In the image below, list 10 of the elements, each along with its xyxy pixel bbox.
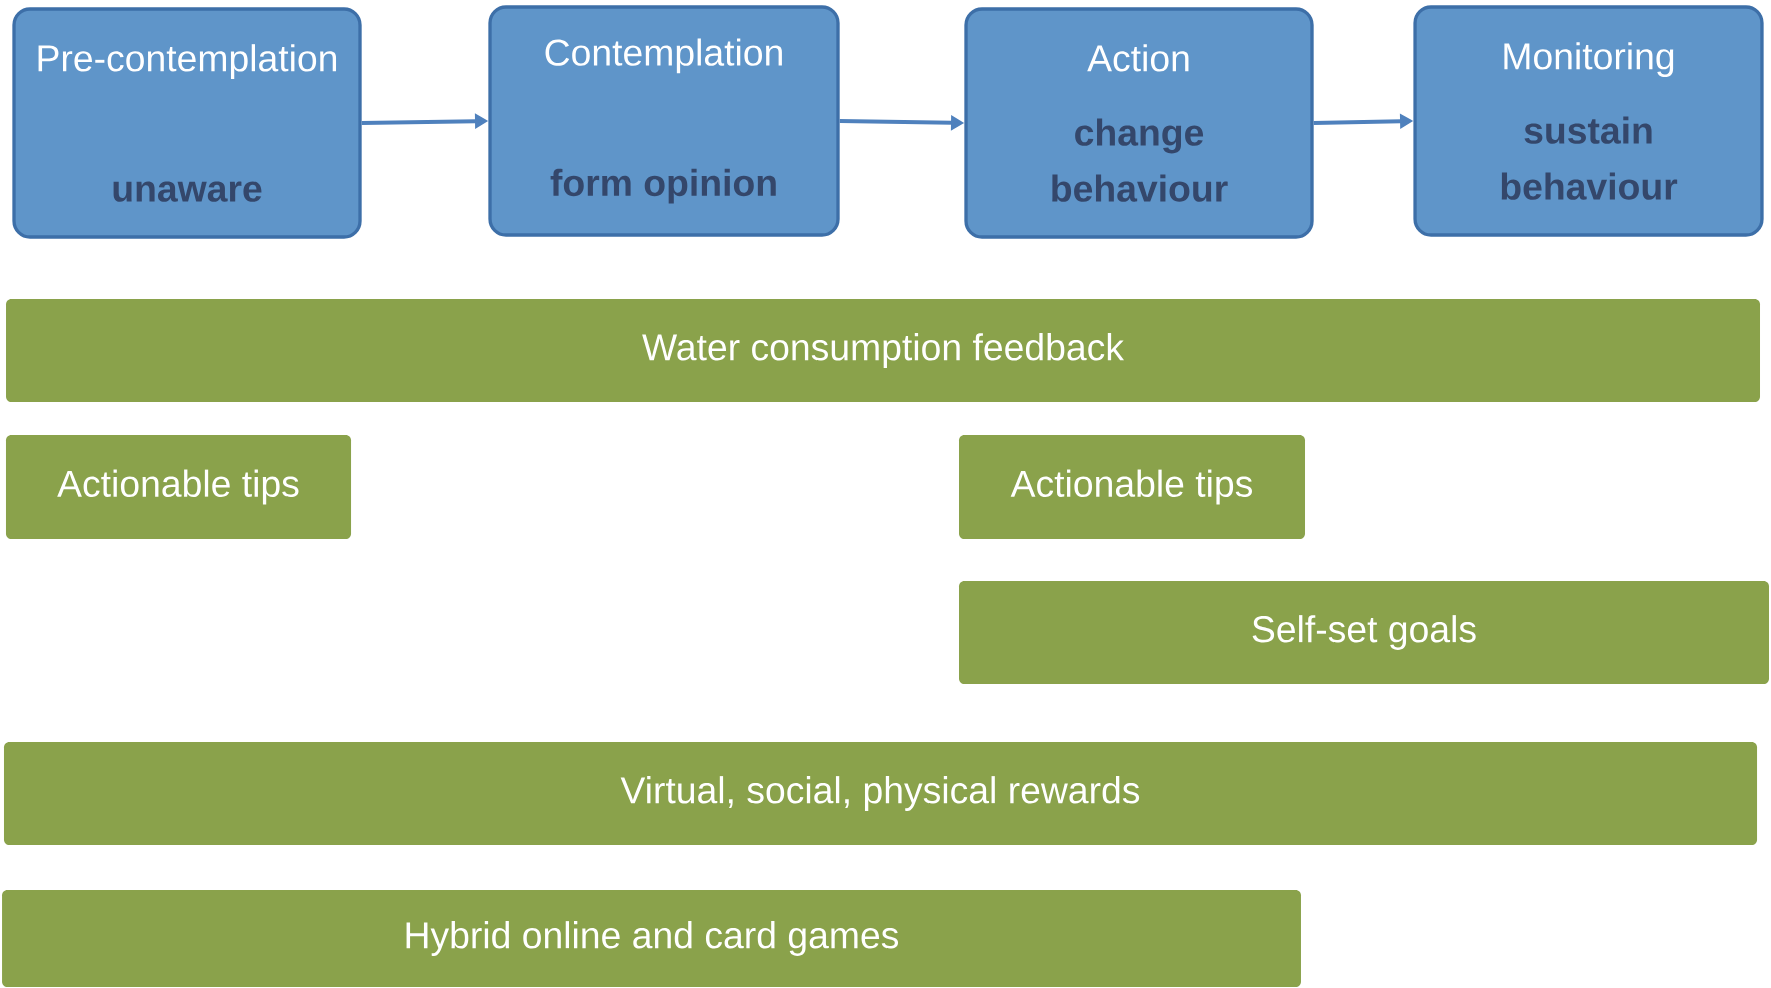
stage-box: Action change behaviour bbox=[964, 7, 1314, 239]
stage-box: Contemplation form opinion bbox=[488, 5, 840, 237]
strategy-bar: Hybrid online and card games bbox=[2, 889, 1301, 988]
strategy-bar: Water consumption feedback bbox=[6, 299, 1760, 402]
strategy-bar: Actionable tips bbox=[6, 435, 352, 539]
strategy-bar: Actionable tips bbox=[959, 435, 1305, 539]
strategy-bar: Self-set goals bbox=[959, 581, 1769, 684]
stage-box: Monitoring sustain behaviour bbox=[1413, 5, 1764, 237]
stage-box: Pre-contemplation unaware bbox=[12, 7, 362, 239]
strategy-bar: Virtual, social, physical rewards bbox=[4, 742, 1758, 845]
